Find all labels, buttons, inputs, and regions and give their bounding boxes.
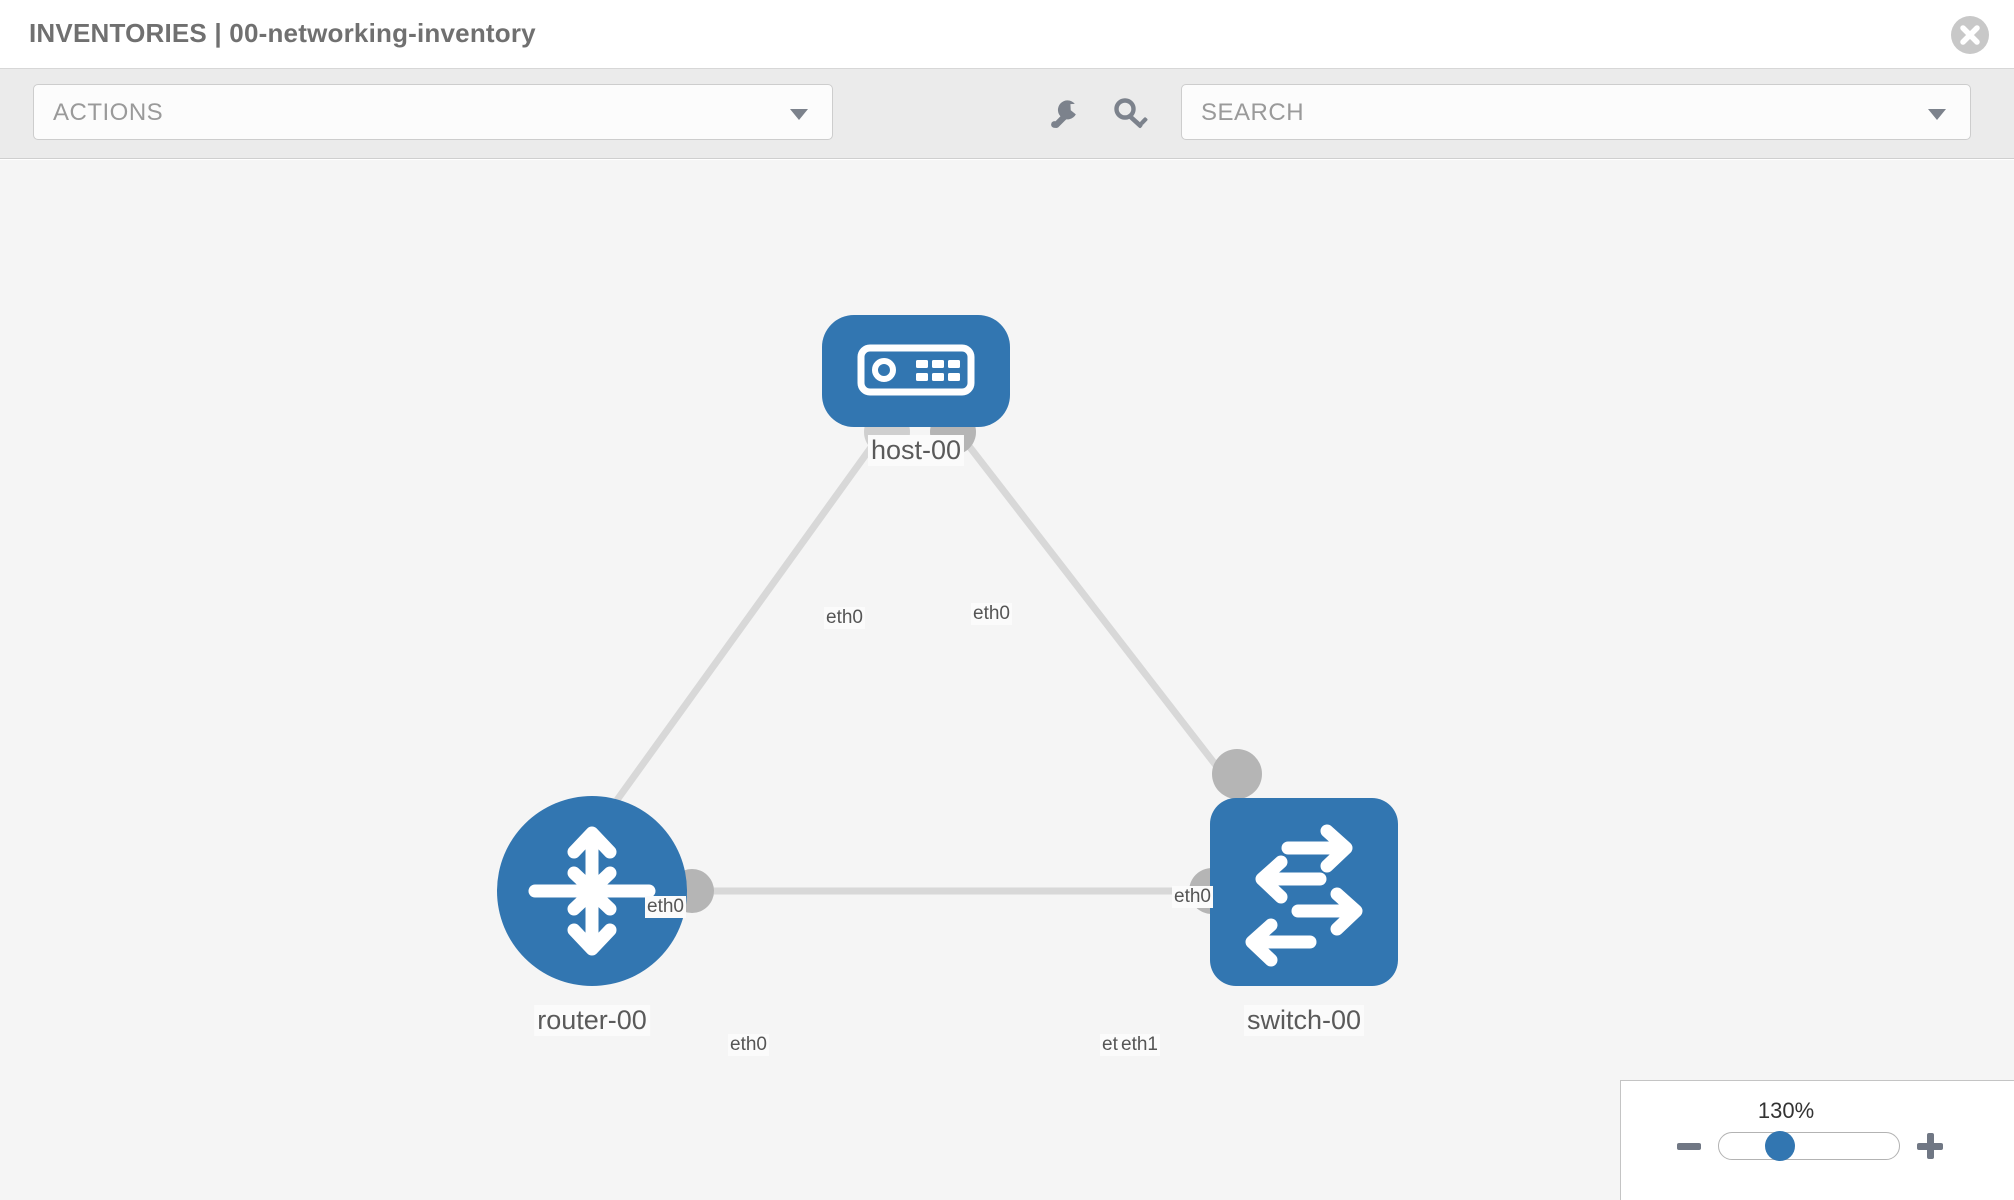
page-header: INVENTORIES | 00-networking-inventory	[0, 0, 2014, 69]
actions-dropdown-label: ACTIONS	[53, 99, 164, 126]
connector-switch-north	[1212, 749, 1262, 799]
node-switch-00[interactable]	[1210, 798, 1398, 986]
iface-label: eth0	[645, 896, 686, 918]
switch-arrows-icon	[1245, 824, 1363, 967]
search-input[interactable]: SEARCH	[1181, 84, 1971, 140]
node-label-host-00: host-00	[867, 435, 965, 466]
zoom-slider-thumb[interactable]	[1765, 1131, 1795, 1161]
close-icon[interactable]	[1951, 16, 1989, 54]
iface-label: eth0	[1172, 886, 1213, 908]
actions-dropdown[interactable]: ACTIONS	[33, 84, 833, 140]
plus-icon[interactable]	[1917, 1133, 1943, 1159]
chevron-down-icon	[790, 109, 808, 120]
node-label-switch-00: switch-00	[1243, 1005, 1365, 1036]
zoom-slider-track[interactable]	[1718, 1132, 1900, 1160]
link-host-router	[614, 425, 888, 803]
router-arrows-icon	[528, 826, 656, 956]
server-icon	[857, 344, 975, 396]
node-router-00[interactable]	[497, 796, 687, 986]
zoom-level-value: 130%	[1757, 1098, 1815, 1123]
topology-canvas[interactable]: host-00 router-00 switch-00 eth0 eth0 et…	[0, 160, 2014, 1200]
search-placeholder: SEARCH	[1201, 99, 1305, 126]
key-icon[interactable]	[1110, 94, 1150, 134]
iface-label: eth0	[728, 1034, 769, 1056]
chevron-down-icon	[1928, 109, 1946, 120]
page-title: INVENTORIES | 00-networking-inventory	[29, 18, 536, 48]
iface-label: eth1	[1119, 1034, 1160, 1056]
node-host-00[interactable]	[822, 315, 1010, 427]
zoom-control-panel: 130%	[1620, 1080, 2014, 1200]
minus-icon[interactable]	[1677, 1143, 1701, 1150]
node-label-router-00: router-00	[534, 1005, 650, 1036]
iface-label: eth0	[971, 603, 1012, 625]
wrench-icon[interactable]	[1044, 94, 1084, 134]
link-host-switch	[952, 425, 1238, 793]
iface-label: eth0	[824, 607, 865, 629]
